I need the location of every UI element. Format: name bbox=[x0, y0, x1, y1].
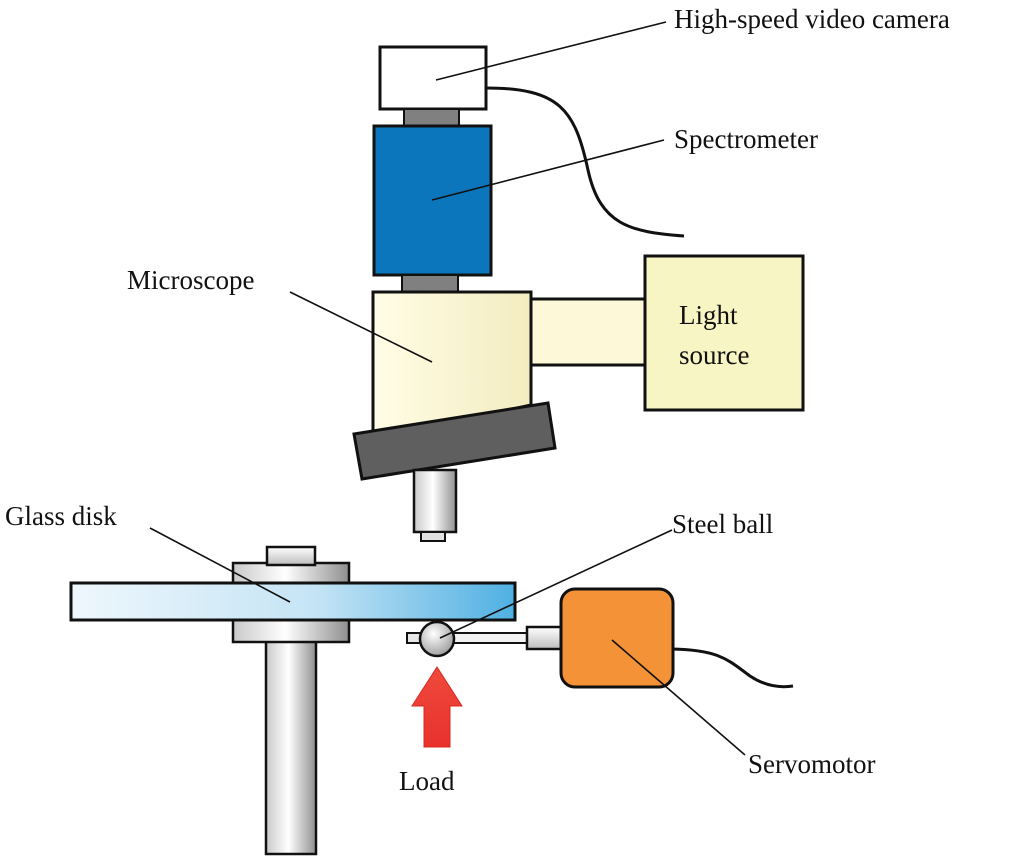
label-light-source-line1: Light bbox=[679, 300, 738, 330]
light-guide bbox=[529, 297, 648, 367]
spindle-collar-lower bbox=[231, 618, 351, 644]
label-steel-ball: Steel ball bbox=[672, 509, 773, 539]
objective-tip bbox=[420, 531, 446, 542]
objective-lens bbox=[412, 468, 458, 534]
label-glass-disk: Glass disk bbox=[5, 501, 117, 531]
label-spectrometer: Spectrometer bbox=[674, 124, 818, 154]
spindle-cap bbox=[265, 545, 317, 567]
objective-plate bbox=[352, 401, 557, 481]
servomotor-body bbox=[559, 587, 675, 689]
spectrometer-connector bbox=[401, 274, 459, 293]
glass-disk bbox=[69, 581, 517, 622]
label-light-source-line2: source bbox=[679, 340, 749, 370]
servo-shaft-collar bbox=[525, 625, 565, 651]
leader-glass-disk bbox=[149, 527, 291, 603]
steel-ball bbox=[418, 620, 456, 658]
leader-microscope bbox=[289, 291, 433, 363]
spindle-shaft bbox=[264, 638, 318, 856]
camera-connector bbox=[403, 108, 460, 128]
label-servomotor: Servomotor bbox=[748, 749, 876, 779]
label-load: Load bbox=[399, 766, 455, 796]
label-camera: High-speed video camera bbox=[674, 4, 950, 34]
leader-spectrometer bbox=[431, 139, 665, 201]
camera-body bbox=[378, 45, 488, 111]
servomotor-cable bbox=[671, 647, 794, 689]
label-microscope: Microscope bbox=[127, 265, 254, 295]
leader-camera bbox=[435, 21, 667, 81]
camera-cable bbox=[485, 86, 685, 238]
load-arrow bbox=[411, 666, 463, 748]
leader-servomotor bbox=[611, 639, 746, 756]
light-source-box bbox=[643, 254, 805, 412]
ball-holder-rod bbox=[446, 632, 530, 644]
leader-steel-ball bbox=[439, 529, 673, 639]
